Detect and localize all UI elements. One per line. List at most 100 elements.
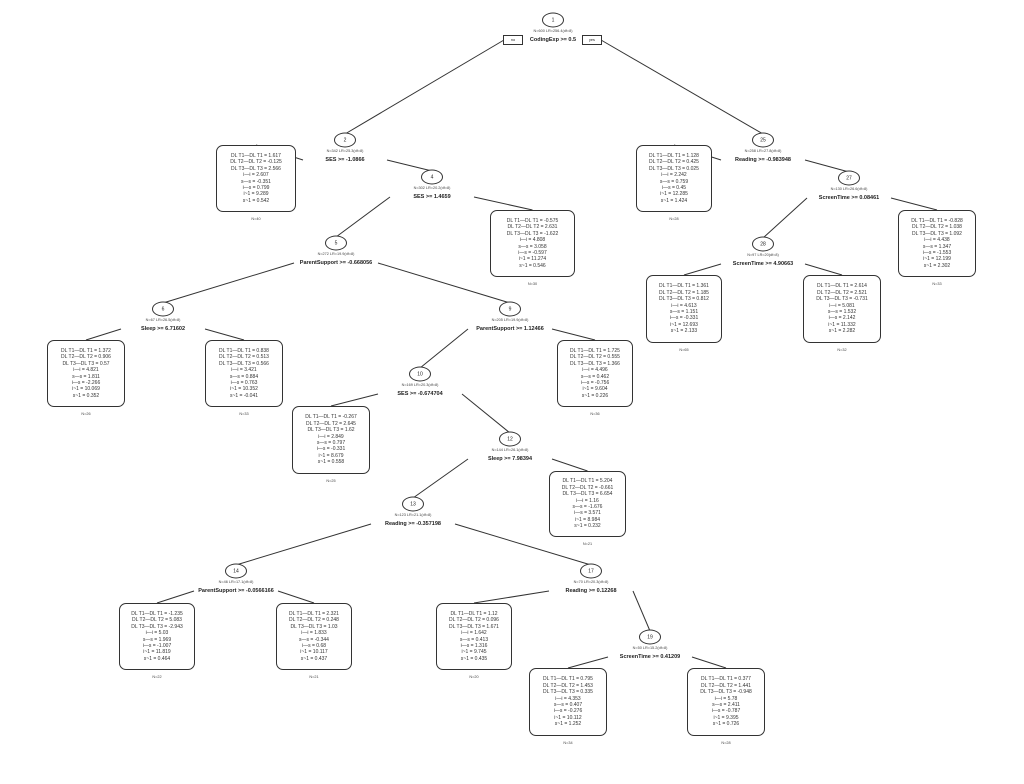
node-split-rule: SES >= -0.674704 — [397, 391, 443, 397]
leaf-sample-size: N=32 — [837, 348, 847, 352]
tree-edge — [600, 39, 764, 135]
node-id-circle: 2 — [334, 132, 356, 148]
leaf-param: s—s = 3.058 — [518, 243, 547, 250]
leaf-param: i—s = 0.45 — [661, 184, 687, 191]
leaf-sample-size: N=30 — [527, 282, 538, 286]
leaf-param: DL T2—DL T2 = 0.555 — [570, 354, 620, 361]
node-stats: N=50 LR=15.2(df=8) — [632, 646, 668, 650]
leaf-param: s~1 = 2.302 — [923, 262, 951, 269]
leaf-param: DL T2—DL T2 = 5.083 — [132, 617, 182, 624]
branch-yes-label: yes — [582, 35, 602, 45]
leaf-param: i—i = 2.242 — [661, 172, 687, 179]
leaf-param: DL T3—DL T3 = 2.566 — [231, 165, 281, 172]
leaf-param: DL T2—DL T2 = 2.521 — [817, 289, 867, 296]
node-stats: N=342 LR=25.3(df=8) — [326, 149, 364, 153]
leaf-sample-size: N=65 — [679, 348, 689, 352]
node-id-circle: 19 — [639, 629, 661, 645]
tree-edge — [204, 328, 245, 341]
leaf-param: DL T3—DL T3 = 0.57 — [62, 360, 110, 367]
leaf-param: s—s = 0.407 — [553, 702, 583, 708]
leaf-param: DL T3—DL T3 = 1.671 — [449, 623, 499, 630]
leaf-param: DL T2—DL T2 = 0.425 — [649, 159, 699, 166]
leaf-param: s—s = 0.413 — [459, 636, 489, 643]
leaf-param: i—i = 2.607 — [243, 172, 269, 179]
leaf-param: i~1 = 10.352 — [230, 386, 258, 393]
tree-edge — [156, 590, 195, 604]
leaf-sample-size: N=21 — [582, 542, 593, 546]
leaf-param: DL T2—DL T2 = 2.645 — [306, 420, 356, 427]
tree-edge — [691, 656, 727, 669]
leaf-param: i~1 = 12.693 — [670, 321, 698, 328]
leaf-param: i—s = -0.787 — [711, 708, 741, 715]
leaf-param: s~1 = 0.226 — [581, 392, 609, 399]
node-stats: N=205 LR=19.9(df=8) — [491, 318, 529, 322]
leaf-param: i—s = 1.316 — [460, 642, 488, 649]
leaf-param: DL T3—DL T3 = 1.62 — [307, 427, 355, 434]
leaf-sample-size: N=33 — [239, 412, 249, 416]
leaf-param: i—i = 1.833 — [301, 630, 327, 637]
leaf-param: s—s = -1.676 — [572, 504, 603, 510]
leaf-param: i—i = 4.496 — [582, 367, 608, 374]
leaf-param: i~1 = 10.069 — [72, 386, 100, 393]
tree-edge — [85, 328, 122, 341]
node-stats: N=169 LR=20.3(df=8) — [401, 383, 439, 387]
leaf-param: DL T1—DL T1 = 0.377 — [701, 676, 751, 683]
leaf-param: DL T1—DL T1 = 2.614 — [817, 283, 867, 290]
leaf-param: DL T1—DL T1 = -0.267 — [305, 414, 357, 421]
tree-edge — [454, 523, 592, 566]
leaf-param: s—s = 1.151 — [669, 309, 699, 315]
node-stats: N=302 LR=20.2(df=8) — [413, 186, 451, 190]
leaf-param: i—i = 1.642 — [461, 630, 487, 637]
tree-edge — [890, 197, 938, 211]
leaf-param: i—s = -0.756 — [580, 379, 610, 386]
leaf-param: i—s = -0.331 — [316, 446, 346, 453]
node-id-circle: 6 — [152, 301, 174, 317]
node-id-circle: 25 — [752, 132, 774, 148]
leaf-param: DL T3—DL T3 = -0.731 — [816, 296, 868, 303]
leaf-sample-size: N=26 — [81, 412, 91, 416]
node-split-rule: SES >= -1.0866 — [325, 157, 365, 163]
leaf-param: s~1 = 0.726 — [712, 721, 740, 728]
leaf-param: i~1 = 9.395 — [713, 714, 739, 721]
leaf-param: i—s = 0.799 — [242, 184, 270, 191]
node-split-rule: ParentSupport >= 1.12466 — [476, 326, 544, 332]
tree-edge — [419, 328, 469, 369]
leaf-param: i—s = 2.142 — [828, 315, 856, 322]
node-split-rule: ParentSupport >= -0.668056 — [299, 260, 373, 266]
leaf-param: DL T3—DL T3 = 1.03 — [290, 623, 338, 630]
tree-edge — [277, 590, 315, 604]
tree-edge — [335, 196, 391, 238]
leaf-sample-size: N=28 — [669, 217, 679, 221]
leaf-sample-size: N=20 — [469, 675, 479, 679]
leaf-sample-size: N=40 — [251, 217, 261, 221]
node-split-rule: Sleep >= 6.71602 — [140, 326, 186, 332]
node-id-circle: 5 — [325, 235, 347, 251]
node-split-rule: ScreenTime >= 0.08461 — [818, 195, 880, 201]
node-id-circle: 14 — [225, 563, 247, 579]
leaf-param: i~1 = 9.289 — [243, 191, 269, 198]
node-id-circle: 28 — [752, 236, 774, 252]
tree-edge — [567, 656, 609, 669]
node-stats: N=70 LR=20.3(df=8) — [573, 580, 609, 584]
leaf-param: s—s = 1.969 — [142, 636, 172, 643]
leaf-param: DL T2—DL T2 = 0.248 — [289, 617, 339, 624]
leaf-sample-size: N=28 — [721, 741, 731, 745]
node-id-circle: 10 — [409, 366, 431, 382]
leaf-param: DL T3—DL T3 = -2.943 — [131, 623, 183, 630]
leaf-param: DL T2—DL T2 = 1.038 — [912, 224, 962, 231]
node-stats: N=258 LR=27.8(df=8) — [744, 149, 782, 153]
leaf-param: DL T3—DL T3 = -1.622 — [506, 230, 559, 237]
leaf-param: DL T1—DL T1 = 1.617 — [231, 152, 281, 159]
leaf-param: s—s = 0.797 — [316, 440, 346, 446]
node-split-rule: Sleep >= 7.98394 — [487, 456, 533, 462]
node-id-circle: 13 — [402, 496, 424, 512]
leaf-param: DL T1—DL T1 = 1.128 — [649, 152, 699, 159]
node-split-rule: SES >= 1.4659 — [413, 194, 451, 200]
